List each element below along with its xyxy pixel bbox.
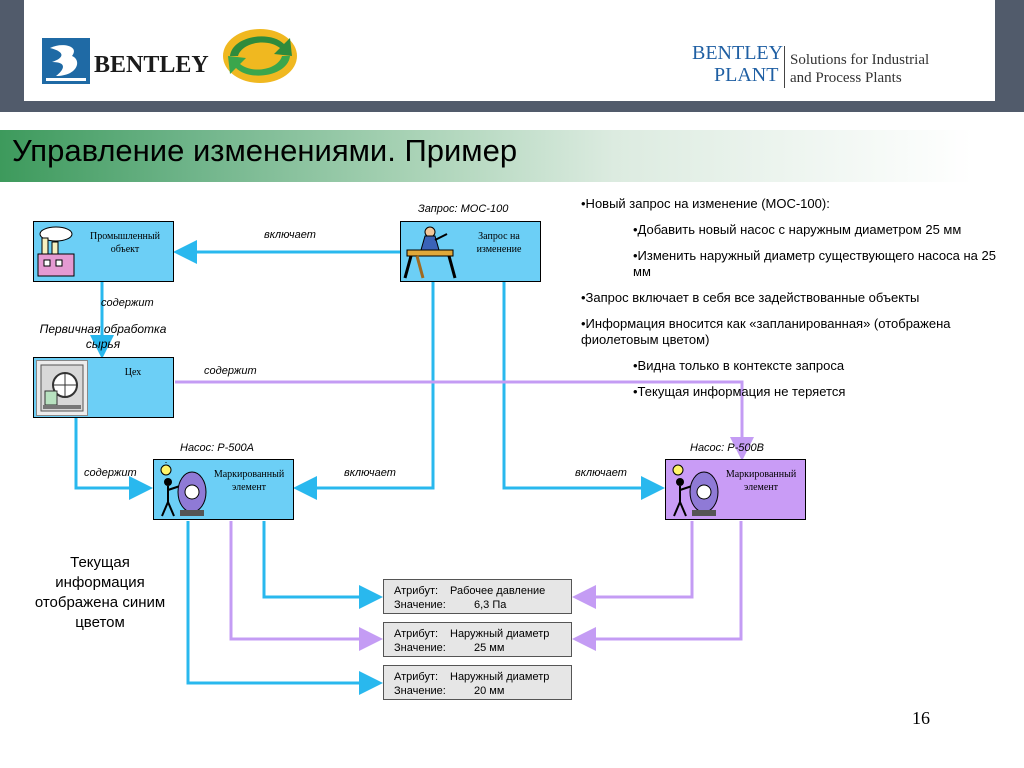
contains-label-2: содержит <box>204 365 257 377</box>
node-shop[interactable]: Цех <box>33 357 174 418</box>
value-label: Значение: <box>394 685 446 697</box>
wire-b-attr1 <box>572 521 694 609</box>
bullet-item: •Запрос включает в себя все задействован… <box>581 290 920 305</box>
attribute-box: Атрибут: Рабочее давление Значение: 6,3 … <box>383 579 572 614</box>
contains-label-3: содержит <box>84 467 137 479</box>
value-label: Значение: <box>394 599 446 611</box>
attr-value: 25 мм <box>474 642 505 654</box>
bullet-item: •Изменить наружный диаметр существующего… <box>633 248 996 279</box>
node-request-label: Запрос на изменение <box>476 231 522 255</box>
legend-note: Текущая информация отображена синим цвет… <box>34 554 166 631</box>
title-band <box>0 130 1024 182</box>
attr-label: Атрибут: <box>394 585 439 597</box>
bentley-plant-line1: BENTLEY <box>692 42 784 64</box>
node-tagged-a-label: Маркированный элемент <box>213 469 285 493</box>
request-id-label: Запрос: МОС-100 <box>418 203 509 215</box>
wire-shop-tagged-b <box>175 380 754 461</box>
wire-a-attr1 <box>262 521 383 609</box>
logo-divider <box>784 46 785 88</box>
header: BENTLEY BENTLEY PLANT Solutions for Indu… <box>24 0 995 101</box>
wire-b-attr2 <box>572 521 743 651</box>
attribute-box: Атрибут: Наружный диаметр Значение: 25 м… <box>383 622 572 657</box>
node-tagged-b-label: Маркированный элемент <box>725 469 797 493</box>
wire-a-attr2 <box>229 521 383 651</box>
factory-icon <box>36 224 76 280</box>
pump-b-label: Насос: Р-500В <box>690 442 764 454</box>
attr-name: Наружный диаметр <box>450 671 550 683</box>
bentley-logo-text: BENTLEY <box>94 52 209 78</box>
attr-name: Рабочее давление <box>450 585 546 597</box>
pump-machine-icon <box>36 360 88 416</box>
wire-a-attr3 <box>186 521 383 695</box>
attr-value: 6,3 Па <box>474 599 507 611</box>
idea-person-icon <box>156 461 210 518</box>
attr-label: Атрибут: <box>394 671 439 683</box>
bentley-plant-logo: BENTLEY PLANT <box>692 42 783 86</box>
pump-a-label: Насос: Р-500А <box>180 442 254 454</box>
wire-request-tagged-b <box>502 282 665 500</box>
node-change-request[interactable]: Запрос на изменение <box>400 221 541 282</box>
node-tagged-element-b[interactable]: Маркированный элемент <box>665 459 806 520</box>
attr-value: 20 мм <box>474 685 505 697</box>
page-number: 16 <box>912 708 930 728</box>
tagline: Solutions for Industrial and Process Pla… <box>790 51 929 87</box>
includes-label-1: включает <box>264 229 316 241</box>
bullet-item: •Видна только в контексте запроса <box>633 358 845 373</box>
wire-request-tagged-a <box>293 282 435 500</box>
node-shop-label: Цех <box>124 367 142 378</box>
bullet-item: •Новый запрос на изменение (МОС-100): <box>581 196 830 211</box>
attr-label: Атрибут: <box>394 628 439 640</box>
bullet-list: •Новый запрос на изменение (МОС-100): •Д… <box>581 196 1001 400</box>
tagline-line2: and Process Plants <box>790 70 902 86</box>
attribute-box: Атрибут: Наружный диаметр Значение: 20 м… <box>383 665 572 700</box>
contains-label-1: содержит <box>101 297 154 309</box>
green-arrows-logo-icon <box>220 26 300 86</box>
primary-processing-label: Первичная обработка сырья <box>39 322 167 351</box>
bentley-plant-line2: PLANT <box>714 64 779 86</box>
tagline-line1: Solutions for Industrial <box>790 52 930 68</box>
carpenter-icon <box>403 224 457 280</box>
includes-label-2: включает <box>344 467 396 479</box>
value-label: Значение: <box>394 642 446 654</box>
page-title: Управление изменениями. Пример <box>12 133 518 168</box>
node-tagged-element-a[interactable]: Маркированный элемент <box>153 459 294 520</box>
attr-name: Наружный диаметр <box>450 628 550 640</box>
includes-label-3: включает <box>575 467 627 479</box>
bullet-item: •Добавить новый насос с наружным диаметр… <box>633 222 962 237</box>
bullet-item: •Текущая информация не теряется <box>633 384 846 399</box>
bentley-b-logo-icon <box>42 38 90 84</box>
node-industrial-object[interactable]: Промышленный объект <box>33 221 174 282</box>
wire-shop-tagged-a <box>74 418 153 500</box>
idea-person-icon <box>668 462 722 518</box>
node-industrial-label: Промышленный объект <box>90 231 160 255</box>
bullet-item: •Информация вносится как «запланированна… <box>581 316 951 347</box>
